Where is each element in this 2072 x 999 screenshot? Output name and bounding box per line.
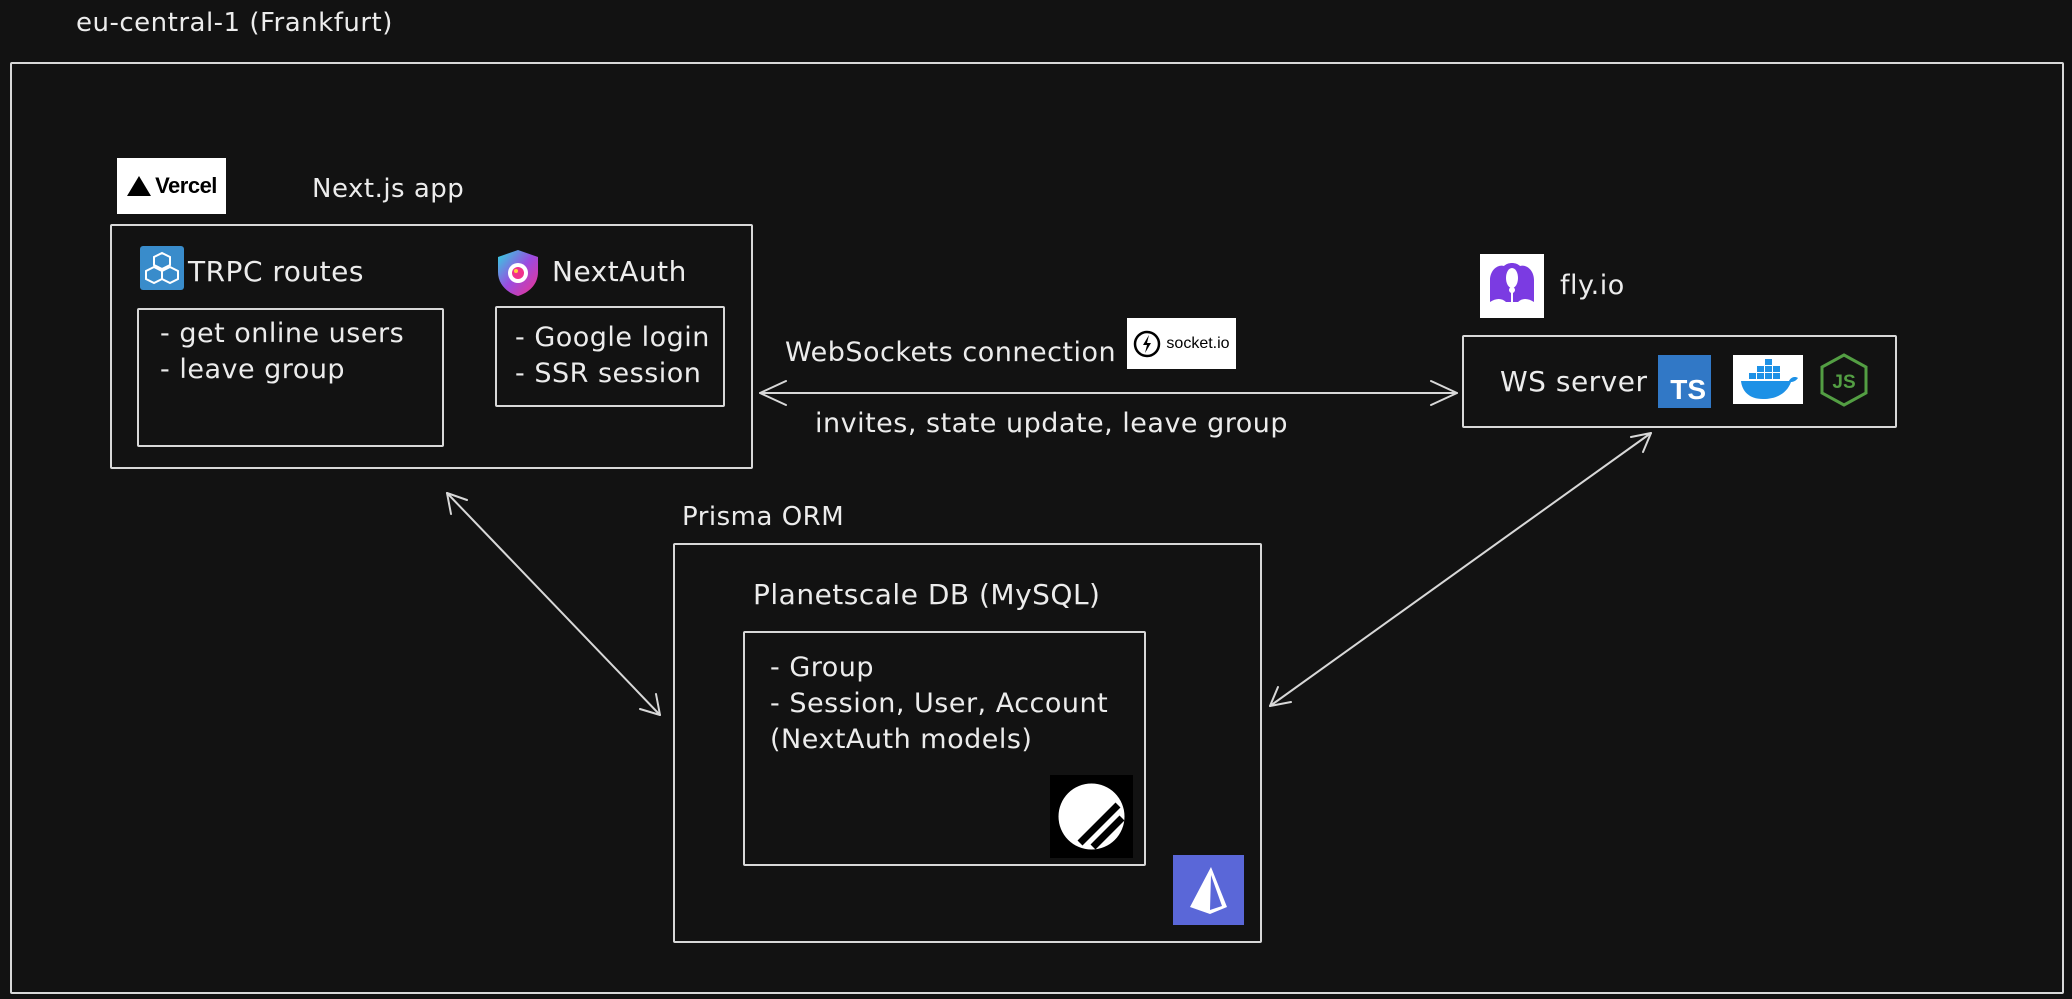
planetscale-db-title: Planetscale DB (MySQL) — [753, 578, 1101, 611]
nextjs-app-title: Next.js app — [312, 174, 465, 204]
ws-server-label: WS server — [1500, 365, 1648, 398]
trpc-routes-list: - get online users - leave group — [160, 316, 404, 388]
typescript-logo: TS — [1658, 355, 1711, 408]
nextauth-box — [495, 306, 725, 407]
vercel-logo: Vercel — [117, 158, 226, 214]
websocket-label: WebSockets connection — [785, 337, 1117, 368]
svg-text:JS: JS — [1832, 372, 1855, 393]
trpc-route-item: - get online users — [160, 318, 405, 349]
planetscale-logo — [1050, 775, 1133, 858]
nextauth-list: - Google login - SSR session — [515, 320, 710, 392]
db-models-list: - Group - Session, User, Account (NextAu… — [770, 650, 1108, 758]
db-model-item: (NextAuth models) — [770, 724, 1033, 755]
nextjs-app-box — [110, 224, 753, 469]
flyio-title: fly.io — [1560, 270, 1625, 301]
websocket-sublabel: invites, state update, leave group — [815, 408, 1289, 439]
nextauth-shield-icon — [495, 248, 541, 298]
region-container — [10, 62, 2064, 994]
prisma-orm-label: Prisma ORM — [682, 502, 845, 532]
ws-server-box — [1462, 335, 1897, 428]
trpc-routes-title: TRPC routes — [188, 255, 364, 288]
db-models-box — [743, 631, 1146, 866]
nextauth-item: - Google login — [515, 322, 710, 353]
nextauth-item: - SSR session — [515, 358, 702, 389]
database-box — [673, 543, 1262, 943]
prisma-logo — [1173, 855, 1244, 925]
trpc-route-item: - leave group — [160, 354, 346, 385]
socketio-logo: socket.io — [1127, 318, 1236, 369]
nextauth-title: NextAuth — [552, 255, 687, 288]
vercel-triangle-icon — [127, 176, 152, 196]
trpc-routes-box — [137, 308, 444, 447]
typescript-logo-text: TS — [1670, 374, 1706, 405]
socketio-icon — [1134, 330, 1161, 357]
db-model-item: - Group — [770, 652, 875, 683]
nodejs-logo: JS — [1818, 352, 1870, 408]
socketio-logo-text: socket.io — [1166, 334, 1230, 352]
trpc-icon — [140, 246, 184, 290]
region-label: eu-central-1 (Frankfurt) — [76, 8, 393, 38]
flyio-logo — [1480, 254, 1544, 318]
vercel-logo-text: Vercel — [155, 173, 217, 198]
docker-logo — [1733, 355, 1803, 404]
db-model-item: - Session, User, Account — [770, 688, 1109, 719]
